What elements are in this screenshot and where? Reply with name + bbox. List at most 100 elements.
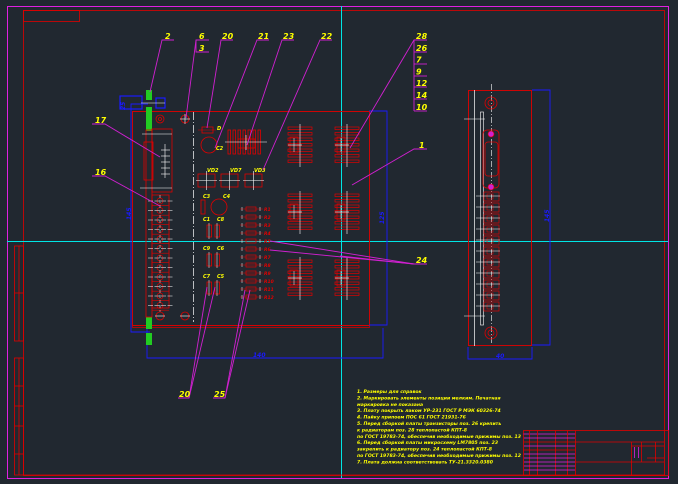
label-d: D <box>217 126 221 132</box>
note-line: 3. Плату покрыть лаком УР-231 ГОСТ Р МЭК… <box>357 408 501 414</box>
label-resistor: R6 <box>264 247 271 253</box>
side-terminal <box>483 257 500 268</box>
dimension-line-front-height <box>369 110 388 326</box>
label-capacitor: C9 <box>203 246 211 252</box>
label-c4: C4 <box>223 194 231 200</box>
resistor <box>245 230 257 236</box>
label-capacitor: C7 <box>203 274 211 280</box>
leader-label-20: 20 <box>222 32 234 41</box>
side-outline <box>468 90 532 346</box>
capacitor-c3 <box>200 199 206 215</box>
left-binding-strip <box>14 245 24 476</box>
leader-label-28: 28 <box>416 32 428 41</box>
outer-frame <box>7 6 669 479</box>
leader-label-24: 24 <box>416 256 428 265</box>
transistor-heatsink <box>287 257 313 300</box>
label-resistor: R9 <box>264 271 271 277</box>
note-line: 5. Перед сборкой платы транзисторы поз. … <box>357 420 501 427</box>
leader-label-2: 2 <box>165 32 171 41</box>
dimension-line-side-width <box>467 347 533 360</box>
side-terminal <box>483 235 500 246</box>
resistor <box>245 286 257 292</box>
dimension-side-height: 145 <box>544 209 551 222</box>
note-line: 4. Пайку припоем ПОС 61 ГОСТ 21931-76 <box>357 415 467 421</box>
transistor-heatsink <box>334 191 360 234</box>
note-line: маркировка не показана <box>357 403 423 408</box>
resistor <box>245 294 257 300</box>
transistor-heatsink <box>287 124 313 167</box>
transistor-heatsink <box>334 257 360 300</box>
top-bracket <box>119 95 143 110</box>
side-terminal <box>483 213 500 224</box>
dimension-top-left: 25 <box>120 102 127 110</box>
label-resistor: R8 <box>264 263 271 269</box>
label-resistor: R4 <box>264 231 271 237</box>
side-terminal <box>483 301 500 312</box>
resistor <box>245 262 257 268</box>
side-terminal <box>483 246 500 257</box>
leader-label-9: 9 <box>416 67 422 76</box>
title-block <box>523 430 669 476</box>
note-line: 1. Размеры для справок <box>357 389 423 395</box>
resistor <box>245 254 257 260</box>
label-c2: C2 <box>216 146 224 152</box>
resistor <box>245 278 257 284</box>
resistor <box>245 238 257 244</box>
label-c3: C3 <box>203 194 211 200</box>
label-resistor: R5 <box>264 239 271 245</box>
side-view-board[interactable]: 145 40 <box>464 84 551 360</box>
capacitor-c4 <box>210 198 228 216</box>
vertical-connector-body <box>145 129 153 318</box>
label-resistor: R3 <box>264 223 271 229</box>
note-line: закрепить к радиатору поз. 24 теплопасто… <box>357 447 493 453</box>
leader-label-23: 23 <box>283 32 295 41</box>
pcb-outline <box>132 111 370 326</box>
leader-label-16: 16 <box>95 168 107 177</box>
hatch-strip-bottom <box>146 317 152 329</box>
dimension-line-left-height <box>130 103 150 333</box>
leader-label-20-bottom: 20 <box>179 390 191 399</box>
transistor-heatsink <box>287 191 313 234</box>
front-view-board[interactable]: 125 140 145 25 <box>119 90 388 359</box>
leader-label-25: 25 <box>214 390 226 399</box>
label-vd3: VD3 <box>254 168 266 174</box>
dimension-side-width: 40 <box>496 353 504 360</box>
label-capacitor: C1 <box>203 217 210 223</box>
leader-label-17: 17 <box>95 116 107 125</box>
leader-label-10: 10 <box>416 103 428 112</box>
terminal-block-16 <box>148 194 173 312</box>
label-vd2: VD2 <box>207 168 219 174</box>
label-resistor: R11 <box>264 287 274 293</box>
note-line: к радиаторам поз. 28 теплопастой КПТ-8 <box>357 427 468 433</box>
connector-17 <box>151 128 173 193</box>
side-terminal <box>483 224 500 235</box>
label-vd7: VD7 <box>230 168 242 174</box>
side-terminal <box>483 290 500 301</box>
pcb-base-edge <box>132 325 370 328</box>
leader-label-21: 21 <box>258 32 269 41</box>
hatch-strip-top <box>146 90 152 100</box>
label-resistor: R7 <box>264 255 271 261</box>
resistor <box>245 222 257 228</box>
side-terminal <box>483 202 500 213</box>
dimension-left-height: 145 <box>126 207 133 220</box>
leader-label-7: 7 <box>416 56 422 65</box>
capacitor-c2 <box>200 136 218 154</box>
dimension-front-width: 140 <box>253 352 266 359</box>
dimension-line-side-height <box>532 89 551 346</box>
resistor <box>245 214 257 220</box>
side-terminal <box>483 191 500 202</box>
leader-label-14: 14 <box>416 91 428 100</box>
note-line: 7. Плата должна соответствовать ТУ-21.33… <box>357 459 494 465</box>
note-line: 6. Перед сборкой платы микросхему LM7805… <box>357 439 498 446</box>
label-resistor: R10 <box>264 279 274 285</box>
leader-label-26: 26 <box>416 44 428 53</box>
side-terminal <box>483 279 500 290</box>
resistor <box>245 206 257 212</box>
label-resistor: R12 <box>264 295 274 301</box>
note-line: 2. Маркировать элементы позиции мелким. … <box>357 395 501 401</box>
inner-frame <box>23 10 665 476</box>
leader-label-12: 12 <box>416 79 428 88</box>
